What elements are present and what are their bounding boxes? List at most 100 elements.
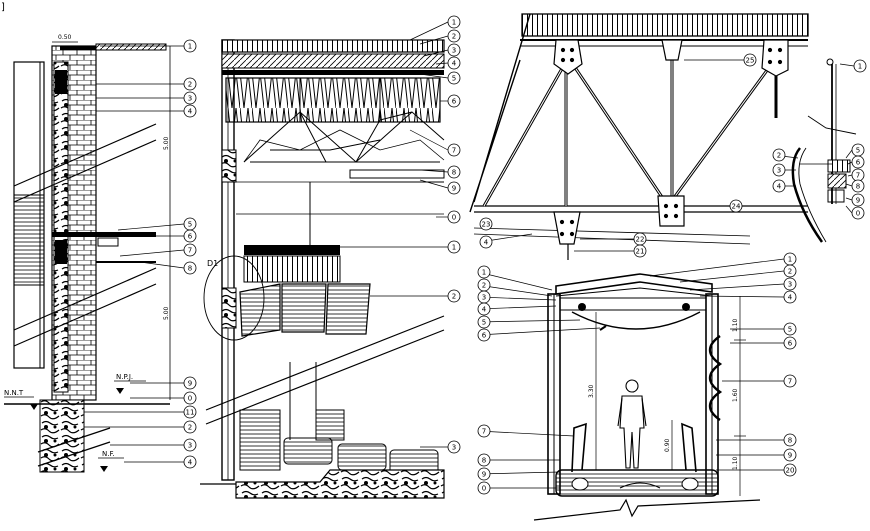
callout-number: 2 xyxy=(788,268,792,276)
callout-number: 9 xyxy=(788,452,792,460)
callout-circle xyxy=(477,315,491,329)
callout-number: 1 xyxy=(858,63,862,71)
callout-number: 11 xyxy=(186,409,195,417)
callout-number: 3 xyxy=(188,442,192,450)
callout-number: 3 xyxy=(452,444,456,452)
callout-number: 4 xyxy=(482,306,487,314)
callout-number: 5 xyxy=(788,326,792,334)
left-bench xyxy=(571,422,587,473)
callout-circle xyxy=(783,448,797,462)
callout-number: 4 xyxy=(188,108,193,116)
dim-inner-label: 0.90 xyxy=(664,438,671,452)
callout-circle xyxy=(183,91,197,105)
roof-deck xyxy=(221,39,445,53)
callout-number: 4 xyxy=(777,183,782,191)
callout-leader xyxy=(409,21,449,41)
callout-number: 9 xyxy=(856,197,860,205)
callout-number: 9 xyxy=(188,380,192,388)
callout-leader xyxy=(679,270,785,283)
detail-tag: D1 xyxy=(207,259,218,268)
callout-number: 21 xyxy=(636,248,645,256)
callout-leader xyxy=(845,197,853,201)
callout-circle xyxy=(783,336,797,350)
callout-circle xyxy=(183,391,197,405)
callout-circle xyxy=(743,53,757,67)
callout-leader xyxy=(699,295,785,298)
callout-circle xyxy=(183,39,197,53)
callout-number: 2 xyxy=(188,424,192,432)
callout-circle xyxy=(447,440,461,454)
dim-right-bot-label: 1.10 xyxy=(732,456,739,470)
callout-number: 0 xyxy=(856,210,860,218)
right-bench xyxy=(681,422,697,473)
callout-leader xyxy=(649,258,785,277)
callout-leader xyxy=(419,73,449,79)
callout-leader xyxy=(419,179,449,189)
dim-right-top-label: 1.10 xyxy=(732,318,739,332)
callout-number: 1 xyxy=(788,256,792,264)
callout-circle xyxy=(477,328,491,342)
callout-circle xyxy=(447,210,461,224)
callout-number: 9 xyxy=(482,471,486,479)
callout-circle xyxy=(183,77,197,91)
left-louver xyxy=(13,194,45,286)
callout-leader xyxy=(477,296,557,301)
callout-circle xyxy=(783,374,797,388)
callout-number: 8 xyxy=(788,437,792,445)
callout-leader xyxy=(839,63,855,67)
mid-slab xyxy=(52,232,156,237)
dim-upper-label: 5.00 xyxy=(163,136,170,150)
callout-number: 1 xyxy=(482,269,486,277)
callout-leader xyxy=(845,205,853,214)
callout-number: 20 xyxy=(786,467,795,475)
callout-leader xyxy=(477,471,561,475)
callout-leader xyxy=(477,327,601,336)
callout-number: 3 xyxy=(788,281,792,289)
dim-right-mid-label: 1.60 xyxy=(732,388,739,402)
callout-number: 7 xyxy=(856,172,860,180)
callout-number: 8 xyxy=(482,457,486,465)
callout-number: 25 xyxy=(746,57,755,65)
callout-number: 4 xyxy=(188,459,193,467)
callout-circle xyxy=(783,463,797,477)
callout-number: 23 xyxy=(482,221,491,229)
callout-number: 2 xyxy=(188,81,192,89)
dim-top-label: 0.50 xyxy=(58,34,72,41)
balcony-rail xyxy=(244,245,340,255)
callout-circle xyxy=(477,302,491,316)
callout-number: 5 xyxy=(452,75,456,83)
level-nf: N.F. xyxy=(102,450,115,458)
callout-leader xyxy=(119,249,185,257)
callout-number: 8 xyxy=(856,183,860,191)
callout-circle xyxy=(851,193,865,207)
callout-leader xyxy=(419,35,449,45)
callout-circle xyxy=(183,229,197,243)
callout-number: 3 xyxy=(452,47,456,55)
callout-number: 2 xyxy=(452,33,456,41)
detail-circle-d1 xyxy=(203,255,265,341)
callout-number: 6 xyxy=(482,332,487,340)
callout-number: 3 xyxy=(188,95,192,103)
callout-number: 8 xyxy=(452,169,456,177)
gusset-plates xyxy=(553,39,789,245)
callout-number: 6 xyxy=(856,159,861,167)
callout-number: 6 xyxy=(452,98,457,106)
roof-truss xyxy=(225,77,441,123)
callout-circle xyxy=(783,277,797,291)
callout-circle xyxy=(447,240,461,254)
callout-circle xyxy=(772,179,786,193)
callout-leader xyxy=(845,183,853,187)
callout-circle xyxy=(851,179,865,193)
dim-lower-label: 5.00 xyxy=(163,306,170,320)
wall-section-panel: 0.50 5.00 5.00 N.N.T N.P.J. xyxy=(4,34,197,473)
ceiling-cable xyxy=(571,311,701,330)
callout-number: 6 xyxy=(188,233,193,241)
callout-number: 6 xyxy=(788,340,793,348)
callout-number: 1 xyxy=(452,244,456,252)
callout-circle xyxy=(183,243,197,257)
